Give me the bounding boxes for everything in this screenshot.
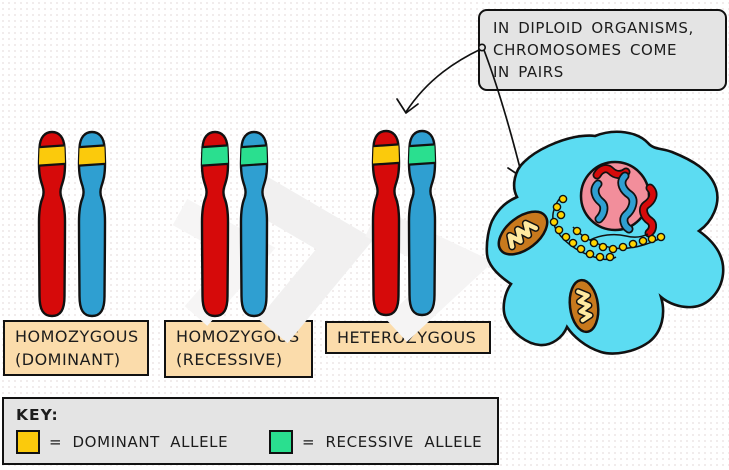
key-entry-recessive: = RECESSIVE ALLELE [269,430,482,454]
label-line: HOMOZYGOUS [176,327,300,346]
key-box: KEY: = DOMINANT ALLELE = RECESSIVE ALLEL… [2,397,499,465]
label-homozygous-recessive: HOMOZYGOUS (RECESSIVE) [164,320,313,378]
label-line: HOMOZYGOUS [15,327,139,346]
label-line: (RECESSIVE) [176,350,283,369]
key-entry-label: = DOMINANT ALLELE [49,433,229,451]
label-homozygous-dominant: HOMOZYGOUS (DOMINANT) [3,320,149,376]
dominant-allele-swatch [16,430,40,454]
callout-bubble: IN DIPLOID ORGANISMS, CHROMOSOMES COME I… [478,9,727,91]
label-line: (DOMINANT) [15,350,121,369]
callout-line-1: IN DIPLOID ORGANISMS, [493,19,694,37]
callout-line-2: CHROMOSOMES COME [493,41,678,59]
callout-line-3: IN PAIRS [493,63,564,81]
key-entry-dominant: = DOMINANT ALLELE [16,430,228,454]
key-entry-label: = RECESSIVE ALLELE [302,433,483,451]
label-heterozygous: HETEROZYGOUS [325,321,491,354]
label-line: HETEROZYGOUS [337,328,477,347]
recessive-allele-swatch [269,430,293,454]
key-title: KEY: [16,406,59,424]
